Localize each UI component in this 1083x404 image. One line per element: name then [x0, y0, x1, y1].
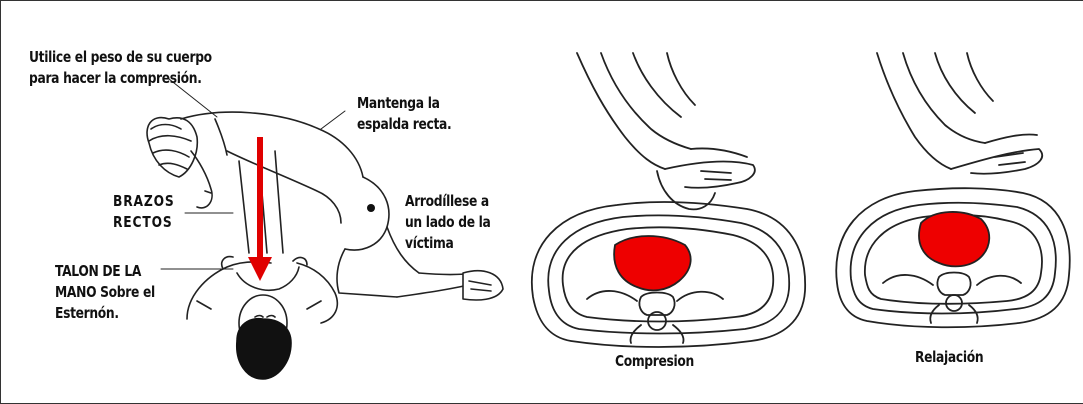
straight-back-line-1: Mantenga la [357, 94, 440, 112]
straight-arms-label: BRAZOS RECTOS [113, 191, 175, 233]
relaxation-caption: Relajación [915, 348, 984, 366]
body-weight-label: Utilice el peso de su cuerpo para hacer … [29, 47, 212, 89]
straight-arms-line-1: BRAZOS [113, 192, 175, 210]
compression-caption: Compresion [615, 352, 694, 370]
straight-back-line-2: espalda recta. [357, 115, 452, 133]
kneel-line-2: un lado de la [405, 213, 491, 231]
annotation-leaders [160, 78, 346, 270]
kneel-line-3: víctima [405, 234, 454, 252]
kneel-line-1: Arrodíllese a [405, 192, 489, 210]
hand-heel-line-3: Esternón. [55, 304, 119, 322]
hand-heel-line-2: MANO Sobre el [55, 283, 155, 301]
victim-figure [186, 255, 339, 380]
kneel-label: Arrodíllese a un lado de la víctima [405, 191, 491, 254]
hand-heel-line-1: TALON DE LA [55, 262, 142, 280]
hand-heel-label: TALON DE LA MANO Sobre el Esternón. [55, 261, 155, 324]
straight-back-label: Mantenga la espalda recta. [357, 93, 452, 135]
relaxation-cross-section [835, 52, 1071, 329]
body-weight-line-1: Utilice el peso de su cuerpo [29, 48, 212, 66]
body-weight-line-2: para hacer la compresión. [29, 69, 202, 87]
straight-arms-line-2: RECTOS [113, 213, 173, 231]
compression-cross-section [530, 52, 806, 348]
cpr-scene [146, 78, 504, 380]
